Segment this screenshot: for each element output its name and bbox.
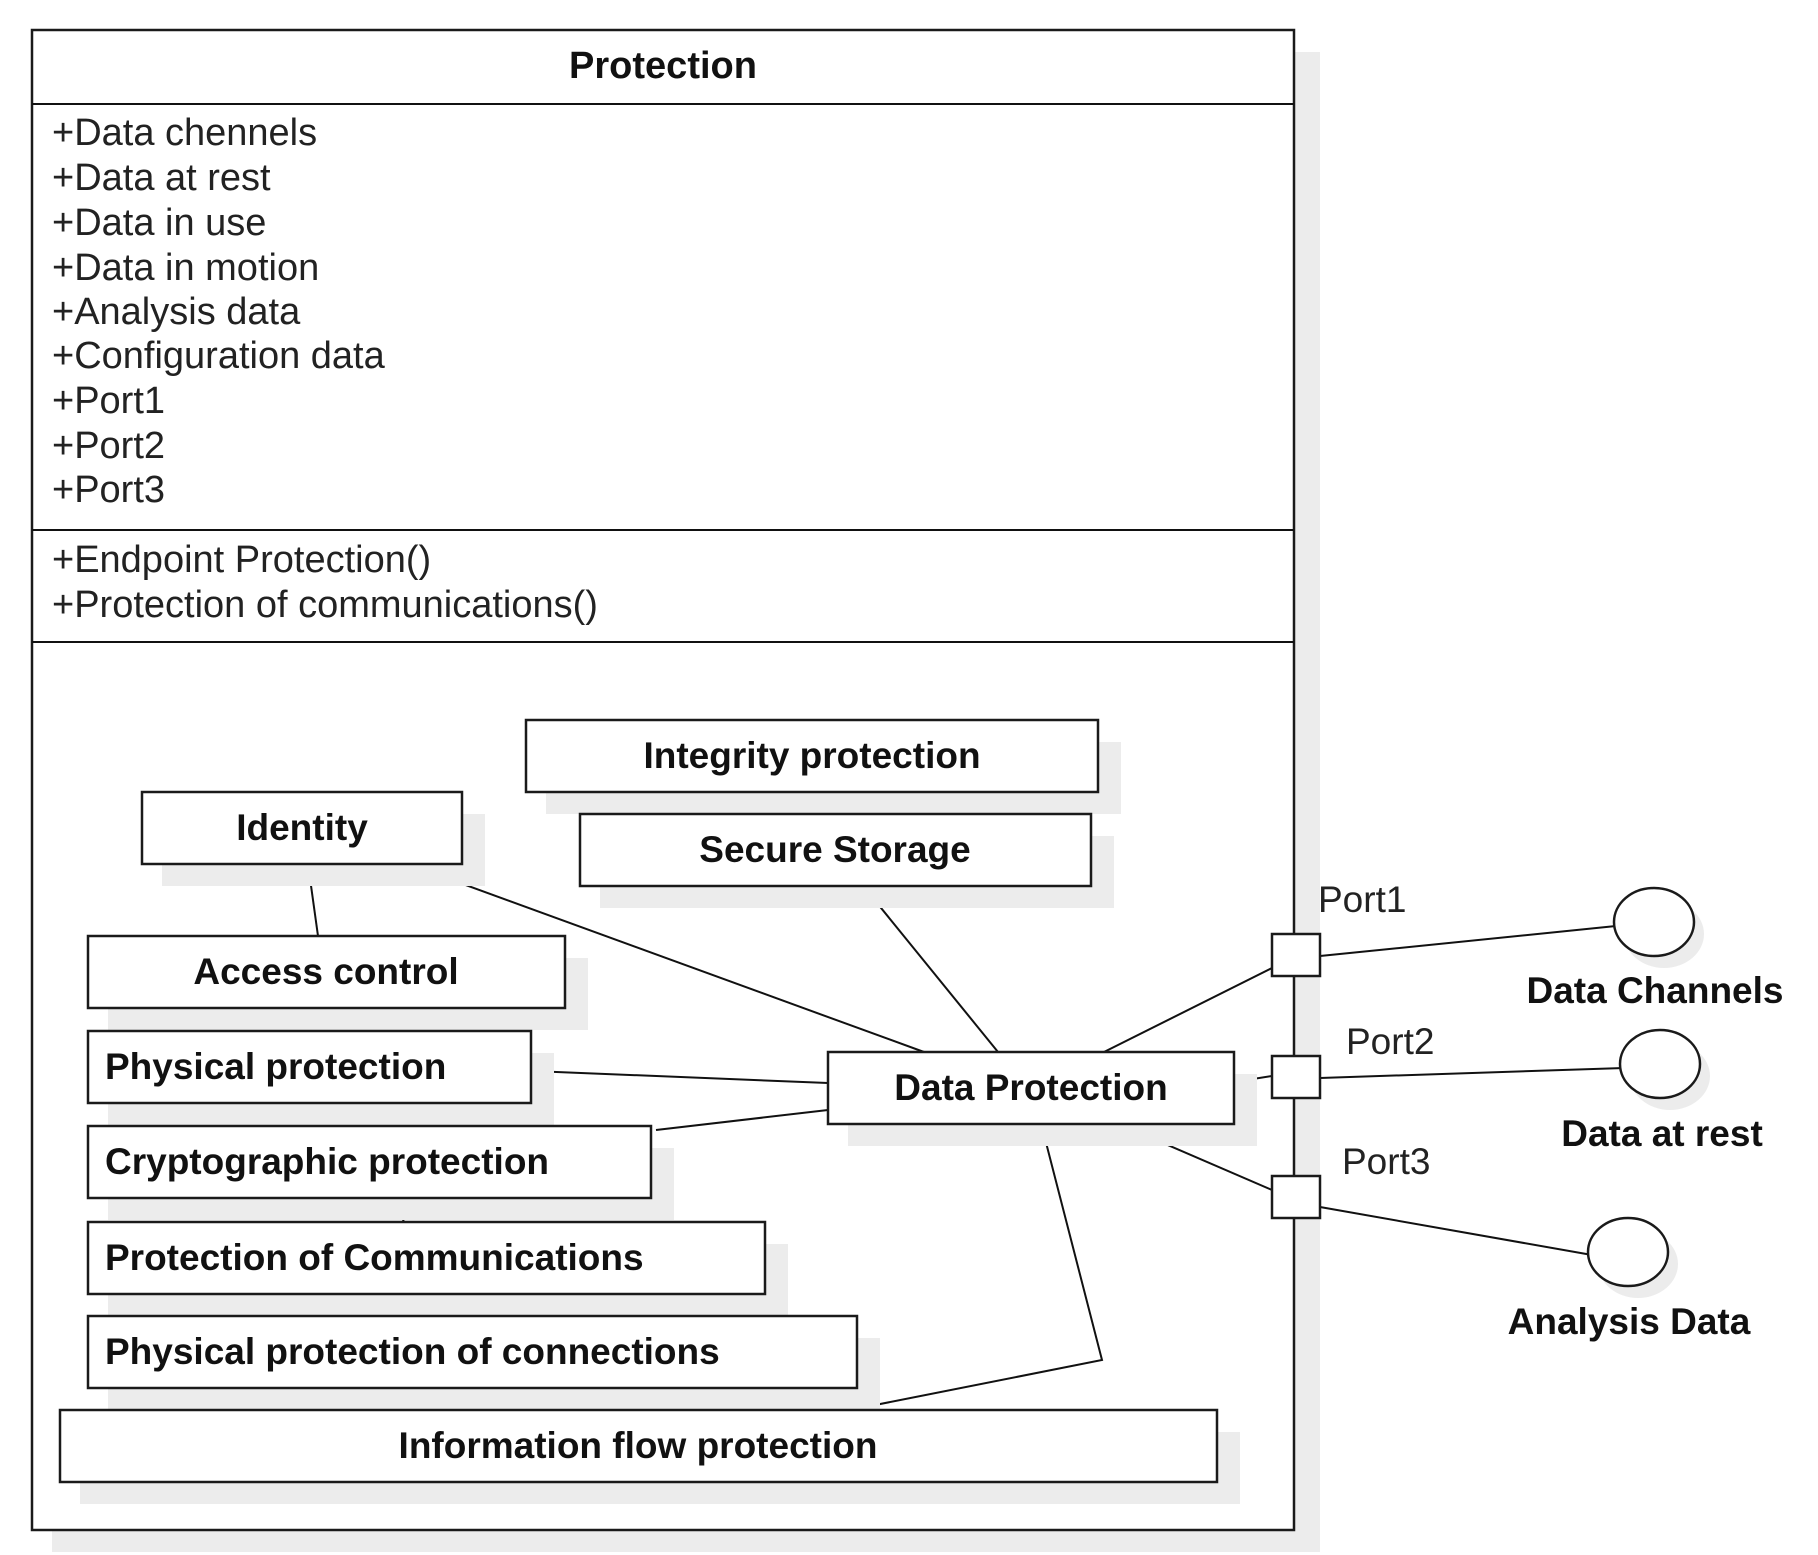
component-integrity-protection[interactable]: Integrity protection [524, 718, 1121, 814]
class-title: Protection [569, 45, 757, 87]
interface-label: Data Channels [1526, 970, 1783, 1011]
connector-secure-storage-data-protection [863, 886, 999, 1053]
attribute-list: +Data chennels +Data at rest +Data in us… [52, 112, 386, 511]
attribute-item: +Analysis data [52, 291, 301, 333]
component-label: Information flow protection [399, 1425, 878, 1466]
connector-physical-data-protection [531, 1070, 829, 1084]
connectors [307, 791, 1625, 1411]
interface-data-channels[interactable]: Data Channels [1526, 886, 1784, 1011]
component-physical-protection[interactable]: Physical protection [86, 1029, 554, 1125]
component-label: Identity [236, 807, 368, 848]
attribute-item: +Port3 [52, 469, 165, 511]
connector-identity-data-protection [407, 863, 925, 1053]
component-secure-storage[interactable]: Secure Storage [578, 812, 1114, 908]
attribute-item: +Data chennels [52, 112, 317, 154]
connector-cryptographic-data-protection [655, 1109, 829, 1131]
component-protection-of-communications[interactable]: Protection of Communications [86, 1220, 788, 1316]
interface-data-at-rest[interactable]: Data at rest [1561, 1028, 1763, 1154]
connector-port1-data-channels [1319, 925, 1617, 957]
component-data-protection[interactable]: Data Protection [826, 1050, 1257, 1146]
operation-item: +Endpoint Protection() [52, 539, 431, 581]
component-physical-protection-of-connections[interactable]: Physical protection of connections [86, 1314, 880, 1410]
port-1[interactable]: Port1 [1270, 879, 1406, 978]
connector-data-protection-port1 [1103, 967, 1273, 1053]
component-label: Integrity protection [643, 735, 980, 776]
attribute-item: +Data in motion [52, 247, 319, 289]
connector-port2-data-at-rest [1319, 1067, 1625, 1079]
attribute-item: +Port2 [52, 425, 165, 467]
component-identity[interactable]: Identity [140, 790, 485, 886]
port-3[interactable]: Port3 [1270, 1141, 1430, 1220]
interface-analysis-data[interactable]: Analysis Data [1508, 1216, 1751, 1342]
port-label: Port1 [1318, 879, 1406, 920]
port-label: Port3 [1342, 1141, 1430, 1182]
connector-data-protection-information-flow [849, 1126, 1104, 1411]
operation-list: +Endpoint Protection() +Protection of co… [52, 539, 598, 626]
interface-label: Data at rest [1561, 1113, 1763, 1154]
component-label: Physical protection of connections [105, 1331, 720, 1372]
attribute-item: +Data in use [52, 202, 266, 244]
attribute-item: +Configuration data [52, 335, 386, 377]
component-label: Secure Storage [699, 829, 970, 870]
component-access-control[interactable]: Access control [86, 934, 588, 1030]
port-2[interactable]: Port2 [1270, 1021, 1434, 1100]
component-label: Protection of Communications [105, 1237, 644, 1278]
component-information-flow-protection[interactable]: Information flow protection [58, 1408, 1240, 1504]
operation-item: +Protection of communications() [52, 584, 598, 626]
component-label: Access control [193, 951, 458, 992]
port-label: Port2 [1346, 1021, 1434, 1062]
attribute-item: +Data at rest [52, 157, 271, 199]
component-label: Physical protection [105, 1046, 446, 1087]
connector-port3-analysis-data [1319, 1206, 1593, 1256]
component-cryptographic-protection[interactable]: Cryptographic protection [86, 1124, 674, 1220]
component-label: Cryptographic protection [105, 1141, 549, 1182]
interface-label: Analysis Data [1508, 1301, 1751, 1342]
attribute-item: +Port1 [52, 380, 165, 422]
component-label: Data Protection [894, 1067, 1167, 1108]
